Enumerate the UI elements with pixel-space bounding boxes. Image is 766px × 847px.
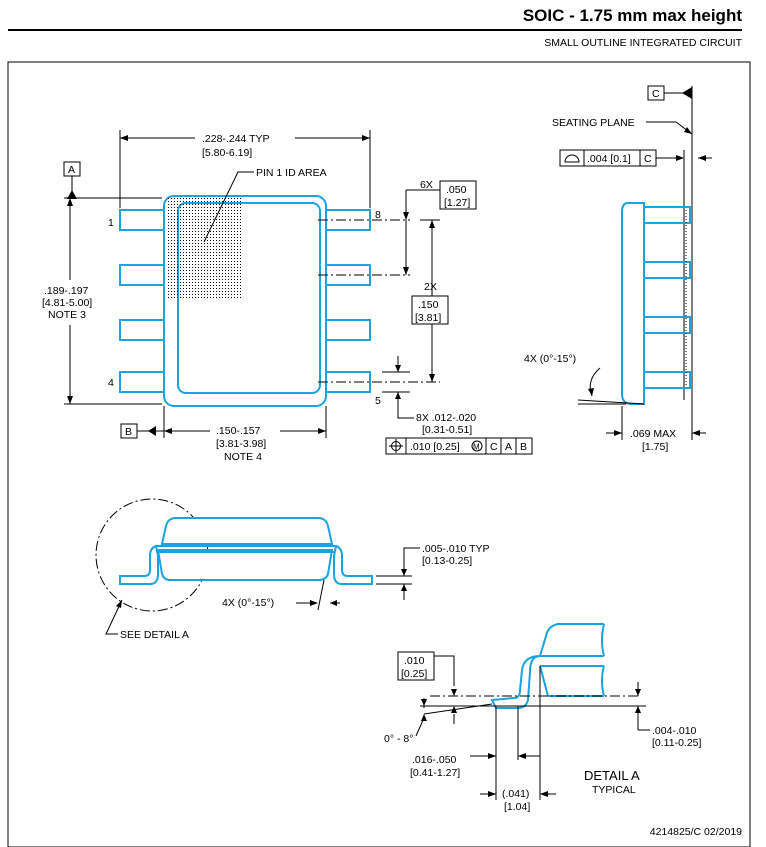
- flatness-ref: C: [644, 153, 652, 165]
- see-detail: SEE DETAIL A: [120, 629, 189, 641]
- top-view: .228-.244 TYP [5.80-6.19] PIN 1 ID AREA …: [42, 130, 533, 463]
- width-dim-mm: [5.80-6.19]: [202, 147, 252, 159]
- fcf-value: .010 [0.25]: [410, 441, 460, 453]
- pitch: .050: [446, 184, 467, 196]
- detail-angle: 0° - 8°: [384, 733, 413, 745]
- mmc-modifier-icon: [471, 440, 483, 452]
- height-dim: .189-.197: [44, 285, 89, 297]
- flatness: .004 [0.1]: [587, 153, 631, 165]
- end-view: .005-.010 TYP [0.13-0.25] 4X (0°-15°) SE…: [95, 498, 490, 641]
- side-angle: 4X (0°-15°): [524, 353, 576, 365]
- height-dim-mm: [4.81-5.00]: [42, 297, 92, 309]
- end-angle: 4X (0°-15°): [222, 597, 274, 609]
- pin1-id-area: [166, 198, 242, 298]
- fcf-a: A: [505, 441, 512, 453]
- drawing-frame: [7, 61, 751, 847]
- seating-plane: SEATING PLANE: [552, 117, 635, 129]
- pitch-prefix: 6X: [420, 179, 433, 191]
- end-lead-left: [119, 544, 159, 585]
- end-body-top: [160, 517, 334, 545]
- body-width: .150-.157: [216, 425, 261, 437]
- lead-6: [325, 319, 371, 341]
- pin-1-label: 1: [108, 217, 114, 229]
- lead-width-mm: [0.31-0.51]: [422, 424, 472, 436]
- lead-thickness: .005-.010 TYP: [422, 543, 490, 555]
- doc-number: 4214825/C 02/2019: [649, 826, 742, 838]
- pitch-box: [439, 180, 477, 210]
- side-view: C SEATING PLANE .004 [0.1] C 4X (0°-15°): [524, 85, 712, 453]
- lead-3: [119, 319, 165, 341]
- foot-length-mm: [0.41-1.27]: [410, 767, 460, 779]
- gauge-mm: [0.25]: [401, 668, 427, 680]
- foot-ref-mm: [1.04]: [504, 801, 530, 813]
- span-box: [411, 295, 449, 325]
- detail-a: .010 [0.25] 0° - 8° .004-.010 [0.11-0.25…: [384, 623, 702, 813]
- pitch-mm: [1.27]: [444, 197, 470, 209]
- side-body: [621, 202, 645, 405]
- body-width-mm: [3.81-3.98]: [216, 438, 266, 450]
- max-height: .069 MAX: [630, 428, 676, 440]
- lead-thickness-mm: [0.13-0.25]: [422, 555, 472, 567]
- foot-ref: (.041): [502, 788, 529, 800]
- fcf-b: B: [520, 441, 527, 453]
- lead-2: [119, 264, 165, 286]
- detail-title: DETAIL A: [584, 768, 640, 783]
- gauge-box: [397, 651, 435, 681]
- detail-subtitle: TYPICAL: [592, 784, 636, 796]
- fcf-c: C: [490, 441, 498, 453]
- detail-lead: [490, 655, 541, 709]
- datum-b: B: [125, 426, 132, 438]
- datum-a: A: [68, 164, 75, 176]
- pin-5-label: 5: [375, 395, 381, 407]
- height-note: NOTE 3: [48, 309, 86, 321]
- span-mm: [3.81]: [415, 312, 441, 324]
- width-dim: .228-.244 TYP: [202, 133, 270, 145]
- profile-symbol-icon: [564, 154, 580, 163]
- end-lead-right: [333, 544, 373, 585]
- datum-c: C: [652, 88, 660, 100]
- end-body-bottom: [156, 549, 334, 581]
- position-fcf: [385, 437, 533, 455]
- page-subtitle: SMALL OUTLINE INTEGRATED CIRCUIT: [544, 37, 742, 49]
- lead-width: 8X .012-.020: [416, 412, 476, 424]
- lead-4: [119, 371, 165, 393]
- page-title: SOIC - 1.75 mm max height: [522, 6, 742, 25]
- standoff-mm: [0.11-0.25]: [652, 737, 702, 749]
- max-height-mm: [1.75]: [642, 441, 668, 453]
- lead-1: [119, 209, 165, 231]
- foot-length: .016-.050: [412, 754, 457, 766]
- body-note: NOTE 4: [224, 451, 262, 463]
- span-prefix: 2X: [424, 281, 437, 293]
- pin-4-label: 4: [108, 377, 114, 389]
- pin1-label: PIN 1 ID AREA: [256, 167, 327, 179]
- title-rule: [8, 29, 742, 31]
- standoff: .004-.010: [652, 725, 697, 737]
- fcf-modifier: M: [473, 443, 480, 452]
- span: .150: [418, 299, 439, 311]
- pin-8-label: 8: [375, 209, 381, 221]
- gauge: .010: [404, 655, 425, 667]
